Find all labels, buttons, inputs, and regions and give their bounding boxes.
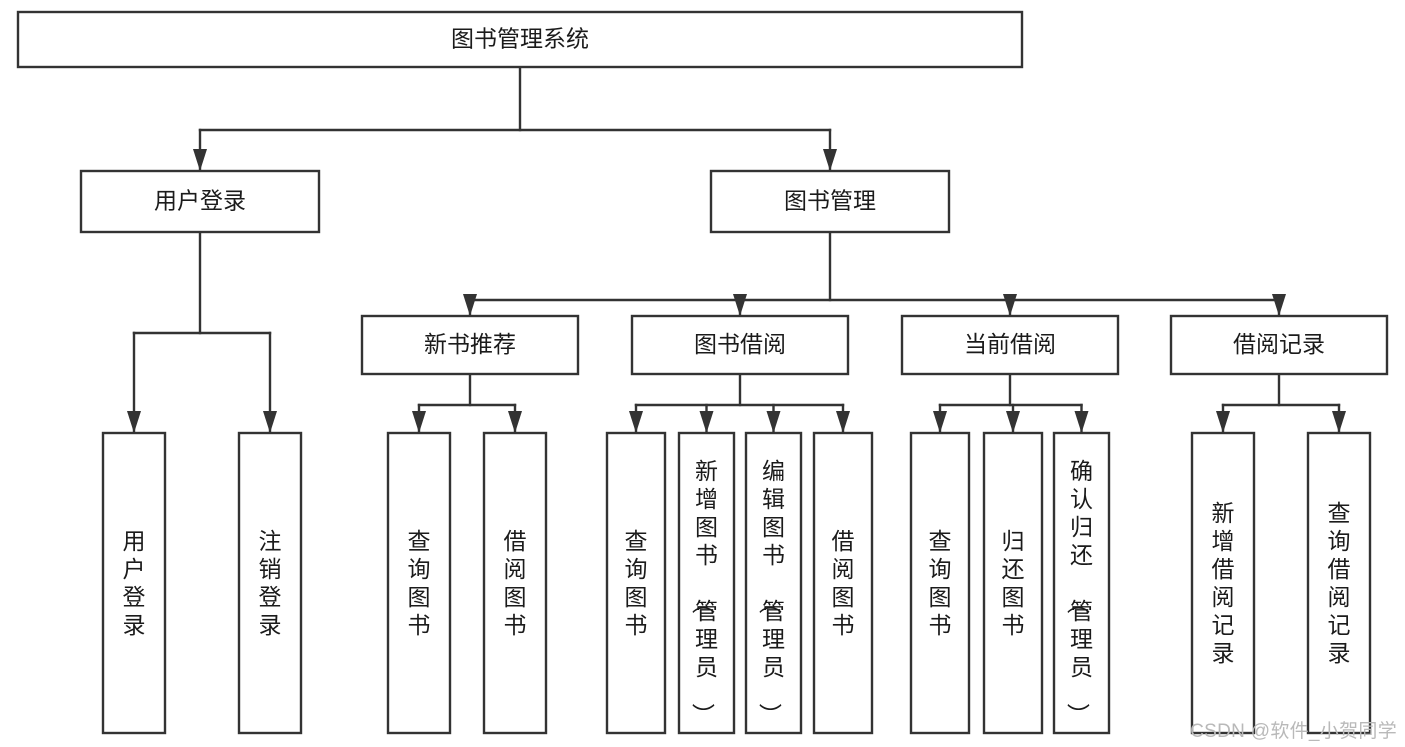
node-user-login[interactable]: 用户登录 [79,169,321,234]
node-label-borrow-record: 借阅记录 [1233,331,1325,357]
node-label-user-login: 用户登录 [154,188,246,214]
node-label-book-manage: 图书管理 [784,188,876,214]
node-box-leaf-confirm-return [1052,431,1111,735]
node-label-leaf-user-login: 用户登录 [123,528,146,638]
node-label-leaf-edit-book: 编辑图书（管理员） [757,458,785,726]
node-leaf-query-book-cur[interactable]: 查询图书 [909,431,971,735]
node-new-book-recommend[interactable]: 新书推荐 [360,314,580,376]
node-box-root [16,10,1024,69]
node-box-book-manage [709,169,951,234]
node-box-leaf-query-book-rec [386,431,452,735]
node-box-leaf-query-book-borrow [605,431,667,735]
node-box-leaf-borrow-book [812,431,874,735]
node-leaf-confirm-return[interactable]: 确认归还（管理员） [1052,431,1111,735]
node-label-leaf-query-book-cur: 查询图书 [929,528,952,638]
node-leaf-logout[interactable]: 注销登录 [237,431,303,735]
arrow-head [1006,411,1020,433]
node-label-leaf-borrow-book-rec: 借阅图书 [504,528,527,638]
node-box-current-borrow [900,314,1120,376]
node-box-leaf-user-login [101,431,167,735]
arrow-head [412,411,426,433]
arrow-head [127,411,141,433]
node-leaf-query-record[interactable]: 查询借阅记录 [1306,431,1372,735]
node-root[interactable]: 图书管理系统 [16,10,1024,69]
node-label-leaf-add-book: 新增图书（管理员） [690,458,718,726]
node-leaf-query-book-borrow[interactable]: 查询图书 [605,431,667,735]
node-label-leaf-return-book: 归还图书 [1002,528,1025,638]
connectors-layer [127,65,1346,434]
node-box-leaf-logout [237,431,303,735]
node-leaf-add-book[interactable]: 新增图书（管理员） [677,431,736,735]
node-leaf-user-login[interactable]: 用户登录 [101,431,167,735]
csdn-watermark: CSDN @软件_小贺同学 [1190,721,1397,742]
arrow-head [1216,411,1230,433]
node-box-leaf-add-book [677,431,736,735]
node-current-borrow[interactable]: 当前借阅 [900,314,1120,376]
arrow-head [629,411,643,433]
node-box-leaf-borrow-book-rec [482,431,548,735]
arrow-head [1074,411,1089,433]
node-label-leaf-query-record: 查询借阅记录 [1328,500,1351,666]
node-label-leaf-confirm-return: 确认归还（管理员） [1065,458,1093,726]
node-book-manage[interactable]: 图书管理 [709,169,951,234]
node-label-book-borrow: 图书借阅 [694,331,786,357]
node-box-book-borrow [630,314,850,376]
node-leaf-borrow-book[interactable]: 借阅图书 [812,431,874,735]
node-book-borrow[interactable]: 图书借阅 [630,314,850,376]
node-box-leaf-add-record [1190,431,1256,735]
node-label-root: 图书管理系统 [451,26,589,52]
node-box-leaf-query-record [1306,431,1372,735]
node-box-leaf-edit-book [744,431,803,735]
node-leaf-borrow-book-rec[interactable]: 借阅图书 [482,431,548,735]
arrow-head [1272,294,1286,316]
node-borrow-record[interactable]: 借阅记录 [1169,314,1389,376]
node-leaf-edit-book[interactable]: 编辑图书（管理员） [744,431,803,735]
node-label-leaf-add-record: 新增借阅记录 [1212,500,1235,666]
node-label-leaf-query-book-borrow: 查询图书 [625,528,648,638]
arrow-head [933,411,947,433]
nodes-layer: 图书管理系统用户登录图书管理新书推荐图书借阅当前借阅借阅记录用户登录注销登录查询… [16,10,1389,735]
node-label-leaf-query-book-rec: 查询图书 [408,528,431,638]
node-label-new-book-recommend: 新书推荐 [424,331,516,357]
arrow-head [733,294,747,316]
node-label-current-borrow: 当前借阅 [964,331,1056,357]
arrow-head [193,149,207,171]
arrow-head [766,411,781,433]
arrow-head [508,411,522,433]
node-box-leaf-query-book-cur [909,431,971,735]
node-box-new-book-recommend [360,314,580,376]
node-leaf-add-record[interactable]: 新增借阅记录 [1190,431,1256,735]
node-label-leaf-borrow-book: 借阅图书 [832,528,855,638]
arrow-head [1332,411,1346,433]
node-leaf-return-book[interactable]: 归还图书 [982,431,1044,735]
arrow-head [823,149,837,171]
node-leaf-query-book-rec[interactable]: 查询图书 [386,431,452,735]
node-box-borrow-record [1169,314,1389,376]
arrow-head [836,411,850,433]
node-label-leaf-logout: 注销登录 [259,528,282,638]
arrow-head [263,411,277,433]
arrow-head [463,294,477,316]
node-box-leaf-return-book [982,431,1044,735]
node-box-user-login [79,169,321,234]
arrow-head [699,411,714,433]
arrow-head [1003,294,1017,316]
